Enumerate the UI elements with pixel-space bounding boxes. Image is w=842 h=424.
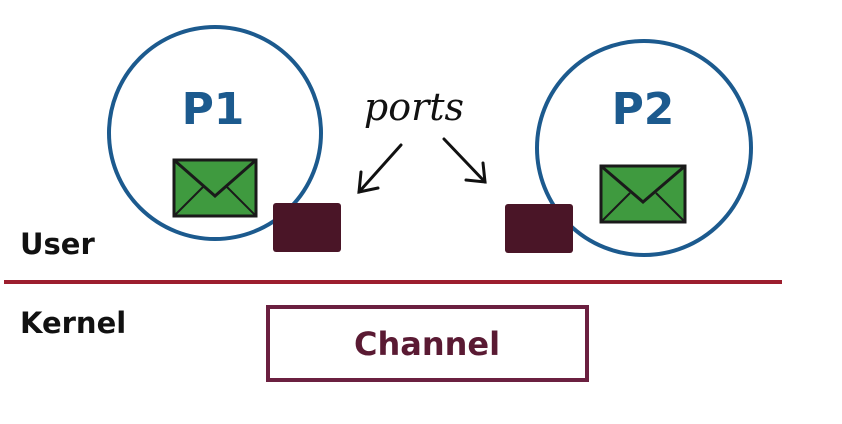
port-p1 — [273, 203, 341, 252]
process-p2-circle — [535, 39, 753, 257]
process-p2-label: P2 — [612, 84, 675, 135]
user-layer-label: User — [20, 227, 95, 261]
process-p1-circle — [107, 25, 323, 241]
channel-box: Channel — [266, 305, 589, 382]
process-p1-label: P1 — [182, 84, 245, 135]
channel-label: Channel — [354, 325, 500, 363]
envelope-icon — [599, 164, 687, 224]
process-p1: P1 — [107, 25, 323, 241]
arrow-to-p2-port — [442, 137, 487, 184]
process-p2: P2 — [535, 39, 753, 257]
port-p2 — [505, 204, 573, 253]
envelope-icon — [172, 158, 258, 218]
arrow-to-p1-port — [357, 143, 403, 194]
ports-annotation: ports — [364, 85, 464, 129]
kernel-layer-label: Kernel — [20, 306, 126, 340]
